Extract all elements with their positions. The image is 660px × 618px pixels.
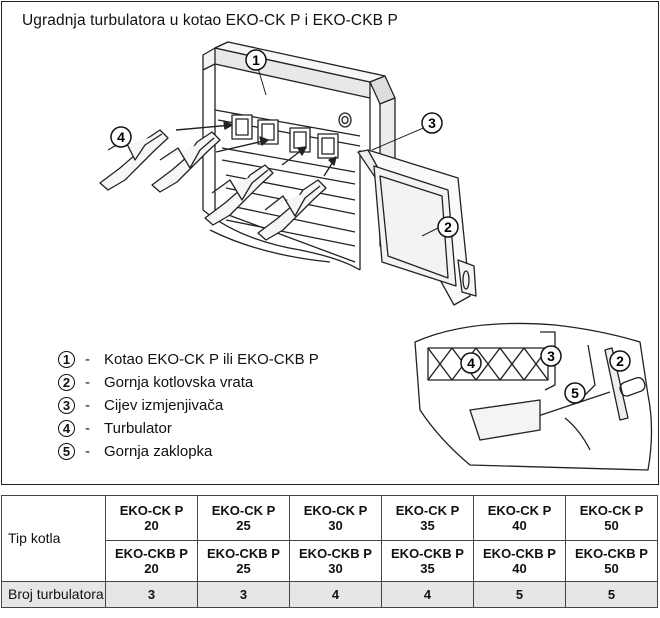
callout-1: 1: [245, 49, 267, 71]
table-cell-count: 4: [289, 581, 382, 608]
detail-inset: [414, 322, 653, 471]
page-title: Ugradnja turbulatora u kotao EKO-CK P i …: [22, 12, 398, 29]
boiler-door: [357, 149, 477, 306]
table-cell-count: 3: [105, 581, 198, 608]
callout-2: 2: [437, 216, 459, 238]
inset-callout-4: 4: [460, 352, 482, 374]
legend-text: Gornja zaklopka: [104, 443, 213, 460]
legend-text: Gornja kotlovska vrata: [104, 374, 254, 391]
legend-item-4: 4-Turbulator: [58, 417, 319, 440]
inset-callout-2: 2: [609, 350, 631, 372]
legend-item-5: 5-Gornja zaklopka: [58, 440, 319, 463]
insert-arrows: [175, 120, 337, 177]
svg-text:4: 4: [467, 355, 475, 371]
svg-text:4: 4: [117, 129, 125, 145]
legend-text: Cijev izmjenjivača: [104, 397, 224, 414]
legend-number: 5: [58, 443, 75, 460]
inset-callout-3: 3: [540, 345, 562, 367]
legend-text: Turbulator: [104, 420, 172, 437]
svg-text:2: 2: [616, 353, 624, 369]
table-cell-count: 3: [197, 581, 290, 608]
svg-text:1: 1: [252, 52, 260, 68]
callout-4: 4: [110, 126, 132, 148]
row-header-count: Broj turbulatora: [1, 581, 106, 608]
svg-text:3: 3: [428, 115, 436, 131]
table-cell-count: 5: [565, 581, 658, 608]
legend-item-3: 3-Cijev izmjenjivača: [58, 394, 319, 417]
svg-text:5: 5: [571, 385, 579, 401]
table-cell-count: 4: [381, 581, 474, 608]
table-cell-count: 5: [473, 581, 566, 608]
table-row-count: Broj turbulatora 3 3 4 4 5 5: [1, 581, 658, 608]
legend-item-2: 2-Gornja kotlovska vrata: [58, 371, 319, 394]
legend-number: 1: [58, 351, 75, 368]
legend-text: Kotao EKO-CK P ili EKO-CKB P: [104, 351, 319, 368]
legend-item-1: 1-Kotao EKO-CK P ili EKO-CKB P: [58, 348, 319, 371]
svg-text:2: 2: [444, 219, 452, 235]
legend-number: 2: [58, 374, 75, 391]
inset-callout-5: 5: [564, 382, 586, 404]
svg-text:3: 3: [547, 348, 555, 364]
callout-3: 3: [421, 112, 443, 134]
turbulators-group: [99, 129, 327, 241]
legend-number: 4: [58, 420, 75, 437]
legend: 1-Kotao EKO-CK P ili EKO-CKB P 2-Gornja …: [58, 348, 319, 463]
legend-number: 3: [58, 397, 75, 414]
row-header-type: Tip kotla: [1, 495, 106, 582]
